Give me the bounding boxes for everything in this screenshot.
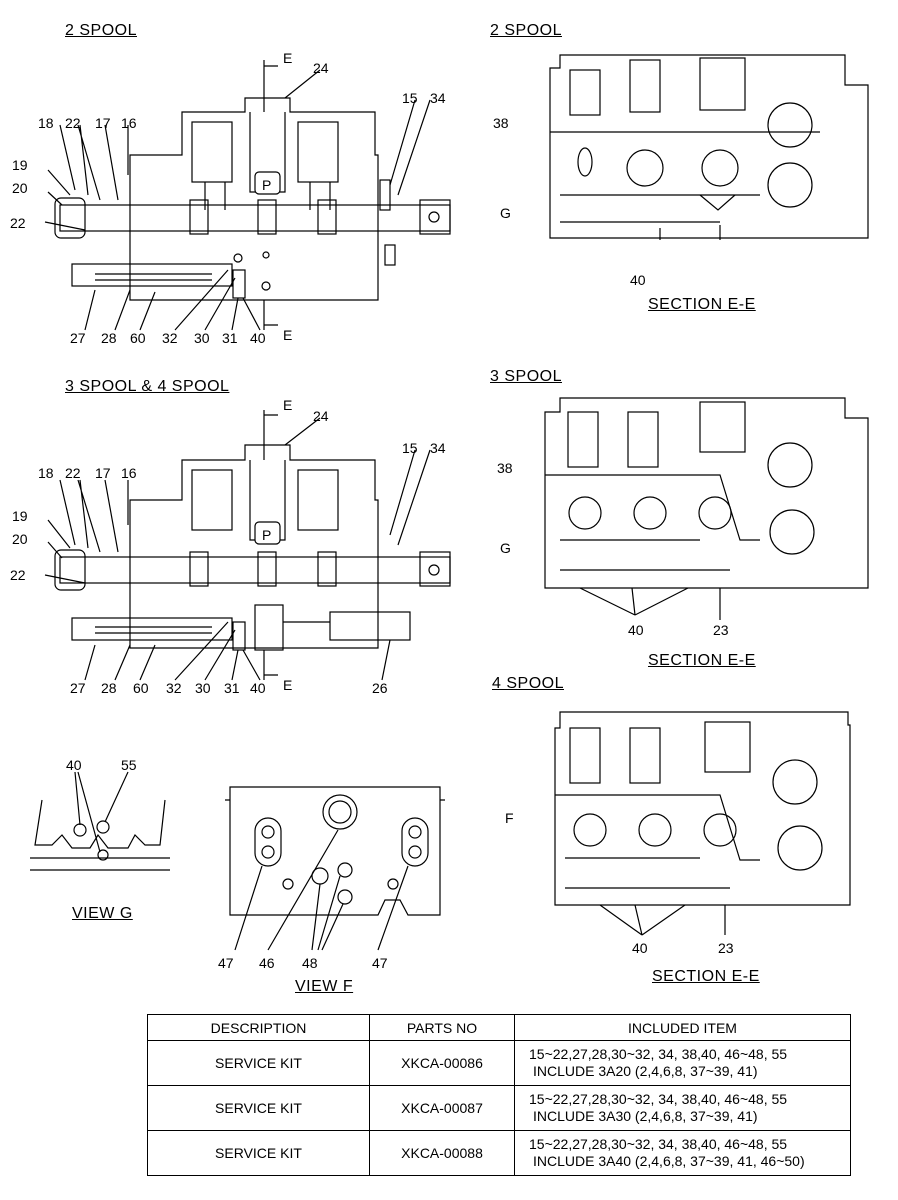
view-title-2-spool-section: 2 SPOOL: [490, 22, 562, 39]
row-included-item: 15~22,27,28,30~32, 34, 38,40, 46~48, 55 …: [514, 1040, 851, 1086]
table-row: SERVICE KIT XKCA-00086 15~22,27,28,30~32…: [147, 1040, 851, 1086]
part-number-60: 60: [130, 330, 146, 346]
part-number-18: 18: [38, 115, 54, 131]
part-number-38: 38: [497, 460, 513, 476]
section-mark-e: E: [283, 677, 293, 693]
part-number-16: 16: [121, 465, 137, 481]
part-number-17: 17: [95, 115, 111, 131]
part-number-23: 23: [718, 940, 734, 956]
column-header-included-item: INCLUDED ITEM: [514, 1014, 851, 1041]
part-number-28: 28: [101, 680, 117, 696]
part-number-47: 47: [372, 955, 388, 971]
included-item-line-2: INCLUDE 3A40 (2,4,6,8, 37~39, 41, 46~50): [533, 1153, 805, 1169]
part-number-16: 16: [121, 115, 137, 131]
row-description: SERVICE KIT: [147, 1040, 370, 1086]
row-description: SERVICE KIT: [147, 1085, 370, 1131]
part-number-19: 19: [12, 508, 28, 524]
part-number-40: 40: [250, 330, 266, 346]
section-mark-e: E: [283, 50, 293, 66]
view-2-spool-section: [549, 54, 869, 240]
part-number-26: 26: [372, 680, 388, 696]
part-number-23: 23: [713, 622, 729, 638]
part-number-27: 27: [70, 330, 86, 346]
part-number-15: 15: [402, 440, 418, 456]
included-item-line-1: 15~22,27,28,30~32, 34, 38,40, 46~48, 55: [529, 1136, 788, 1152]
included-item-line-1: 15~22,27,28,30~32, 34, 38,40, 46~48, 55: [529, 1091, 788, 1107]
row-parts-no: XKCA-00088: [369, 1130, 515, 1176]
view-3-4-spool-front: [44, 410, 451, 681]
section-mark-e: E: [283, 327, 293, 343]
view-g: [30, 771, 170, 871]
part-number-60: 60: [133, 680, 149, 696]
part-number-40: 40: [632, 940, 648, 956]
part-number-19: 19: [12, 157, 28, 173]
port-p-label: P: [262, 527, 272, 543]
part-number-24: 24: [313, 60, 329, 76]
section-title-1: SECTION E-E: [648, 296, 756, 313]
part-number-34: 34: [430, 90, 446, 106]
view-g-title: VIEW G: [72, 905, 133, 922]
included-item-line-2: INCLUDE 3A30 (2,4,6,8, 37~39, 41): [533, 1108, 758, 1124]
part-number-20: 20: [12, 180, 28, 196]
part-number-27: 27: [70, 680, 86, 696]
view-f: [225, 786, 445, 951]
part-number-28: 28: [101, 330, 117, 346]
part-number-18: 18: [38, 465, 54, 481]
view-title-2-spool-front: 2 SPOOL: [65, 22, 137, 39]
section-title-2: SECTION E-E: [648, 652, 756, 669]
view-title-3-4-spool: 3 SPOOL & 4 SPOOL: [65, 378, 230, 395]
view-f-title: VIEW F: [295, 978, 354, 995]
part-number-40: 40: [628, 622, 644, 638]
view-mark-g: G: [500, 205, 511, 221]
view-3-spool-section: [544, 397, 869, 620]
row-description: SERVICE KIT: [147, 1130, 370, 1176]
view-4-spool-section: [554, 711, 851, 936]
part-number-22: 22: [65, 465, 81, 481]
part-number-38: 38: [493, 115, 509, 131]
part-number-31: 31: [224, 680, 240, 696]
part-number-46: 46: [259, 955, 275, 971]
column-header-parts-no: PARTS NO: [369, 1014, 515, 1041]
service-kit-table: DESCRIPTION PARTS NO INCLUDED ITEM SERVI…: [147, 1014, 851, 1176]
part-number-40: 40: [250, 680, 266, 696]
part-number-15: 15: [402, 90, 418, 106]
included-item-line-2: INCLUDE 3A20 (2,4,6,8, 37~39, 41): [533, 1063, 758, 1079]
row-parts-no: XKCA-00087: [369, 1085, 515, 1131]
part-number-32: 32: [166, 680, 182, 696]
section-title-3: SECTION E-E: [652, 968, 760, 985]
port-p-label: P: [262, 177, 272, 193]
part-number-22: 22: [10, 215, 26, 231]
part-number-20: 20: [12, 531, 28, 547]
part-number-22: 22: [65, 115, 81, 131]
part-number-31: 31: [222, 330, 238, 346]
part-number-22: 22: [10, 567, 26, 583]
part-number-48: 48: [302, 955, 318, 971]
part-number-40: 40: [66, 757, 82, 773]
part-number-17: 17: [95, 465, 111, 481]
part-number-34: 34: [430, 440, 446, 456]
included-item-line-1: 15~22,27,28,30~32, 34, 38,40, 46~48, 55: [529, 1046, 788, 1062]
table-header-row: DESCRIPTION PARTS NO INCLUDED ITEM: [147, 1014, 851, 1041]
view-mark-f: F: [505, 810, 514, 826]
row-included-item: 15~22,27,28,30~32, 34, 38,40, 46~48, 55 …: [514, 1130, 851, 1176]
view-title-4-spool: 4 SPOOL: [492, 675, 564, 692]
part-number-55: 55: [121, 757, 137, 773]
part-number-30: 30: [194, 330, 210, 346]
view-2-spool-front: [44, 60, 451, 331]
part-number-47: 47: [218, 955, 234, 971]
row-parts-no: XKCA-00086: [369, 1040, 515, 1086]
column-header-description: DESCRIPTION: [147, 1014, 370, 1041]
table-row: SERVICE KIT XKCA-00088 15~22,27,28,30~32…: [147, 1130, 851, 1176]
row-included-item: 15~22,27,28,30~32, 34, 38,40, 46~48, 55 …: [514, 1085, 851, 1131]
part-number-32: 32: [162, 330, 178, 346]
part-number-30: 30: [195, 680, 211, 696]
part-number-24: 24: [313, 408, 329, 424]
table-row: SERVICE KIT XKCA-00087 15~22,27,28,30~32…: [147, 1085, 851, 1131]
view-mark-g: G: [500, 540, 511, 556]
view-title-3-spool: 3 SPOOL: [490, 368, 562, 385]
part-number-40: 40: [630, 272, 646, 288]
section-mark-e: E: [283, 397, 293, 413]
